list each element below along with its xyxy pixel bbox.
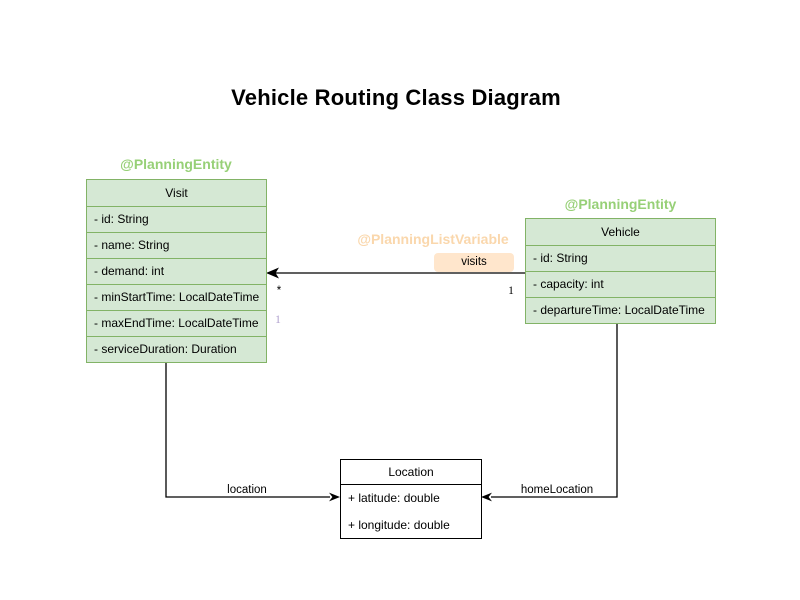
attribute-row: - minStartTime: LocalDateTime (87, 284, 266, 310)
attribute-row: - demand: int (87, 258, 266, 284)
attribute-row: - maxEndTime: LocalDateTime (87, 310, 266, 336)
attribute-row: - name: String (87, 232, 266, 258)
relation-line-location (165, 363, 330, 498)
arrowhead-location-icon (329, 492, 340, 502)
attribute-row: - capacity: int (526, 271, 715, 297)
attribute-row: - id: String (526, 245, 715, 271)
arrowhead-home-location-icon (481, 492, 492, 502)
home-location-edge-label: homeLocation (502, 484, 612, 496)
class-box-visit: Visit - id: String - name: String - dema… (86, 179, 267, 363)
visit-planning-entity-annotation: @PlanningEntity (120, 156, 232, 172)
attribute-row: + latitude: double (348, 491, 440, 505)
arrowhead-visits-icon (266, 267, 279, 279)
planning-list-variable-annotation: @PlanningListVariable (357, 231, 509, 247)
class-header-visit: Visit (165, 186, 188, 200)
visits-target-multiplicity: * (276, 285, 282, 297)
diagram-title: Vehicle Routing Class Diagram (231, 85, 561, 110)
attribute-row: - id: String (87, 206, 266, 232)
relation-line-home-location (491, 324, 618, 498)
visits-source-multiplicity: 1 (508, 285, 514, 297)
attribute-row: - departureTime: LocalDateTime (526, 297, 715, 323)
class-box-location: Location + latitude: double + longitude:… (340, 459, 482, 539)
attribute-row: + longitude: double (348, 518, 450, 532)
location-edge-label: location (192, 484, 302, 496)
class-header-vehicle: Vehicle (601, 225, 640, 239)
class-header-location: Location (341, 460, 481, 485)
visits-secondary-multiplicity: 1 (275, 314, 281, 326)
visits-edge-label: visits (434, 253, 514, 272)
attribute-row: - serviceDuration: Duration (87, 336, 266, 362)
class-box-vehicle: Vehicle - id: String - capacity: int - d… (525, 218, 716, 324)
vehicle-planning-entity-annotation: @PlanningEntity (564, 196, 677, 212)
